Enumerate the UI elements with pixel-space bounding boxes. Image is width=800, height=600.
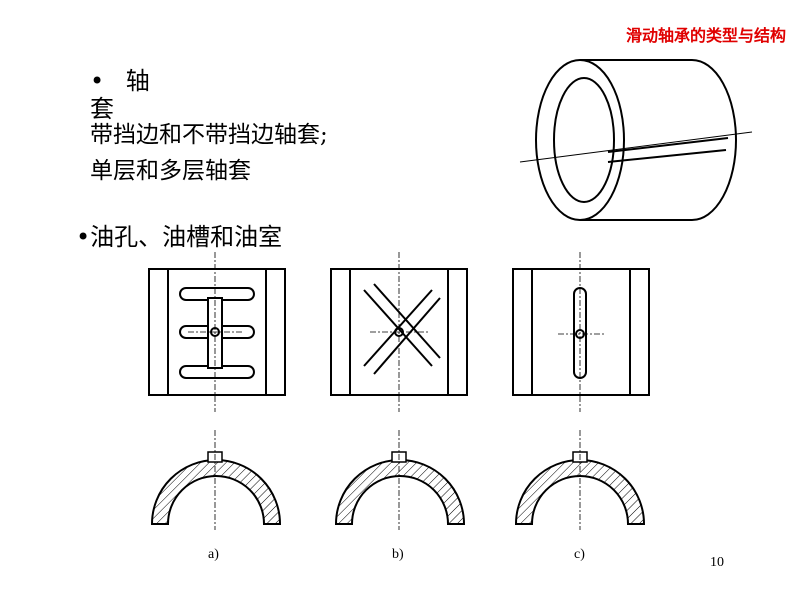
bullet-marker: •: [90, 67, 105, 95]
diagram-c-top-view: [512, 252, 650, 412]
caption-c: c): [574, 547, 585, 562]
diagram-c-section: [514, 430, 646, 530]
caption-b: b): [392, 547, 404, 562]
bullet-sleeve: • 轴: [90, 66, 150, 96]
caption-a: a): [208, 547, 219, 562]
bullet-sleeve-label-wrap: 套: [90, 95, 114, 123]
bullet-oil-holes: •油孔、油槽和油室: [76, 223, 283, 251]
diagram-b-section: [334, 430, 466, 530]
diagram-a-section: [150, 430, 282, 530]
sub-item-flanged: 带挡边和不带挡边轴套;: [90, 122, 328, 148]
diagram-a-top-view: [148, 252, 286, 412]
split-bushing-illustration: [519, 59, 753, 221]
sub-item-layers: 单层和多层轴套: [90, 158, 251, 184]
page-number: 10: [710, 555, 724, 570]
bullet-sleeve-label: 轴: [125, 67, 150, 95]
slide-title: 滑动轴承的类型与结构: [625, 26, 786, 45]
diagram-b-top-view: [330, 252, 468, 412]
